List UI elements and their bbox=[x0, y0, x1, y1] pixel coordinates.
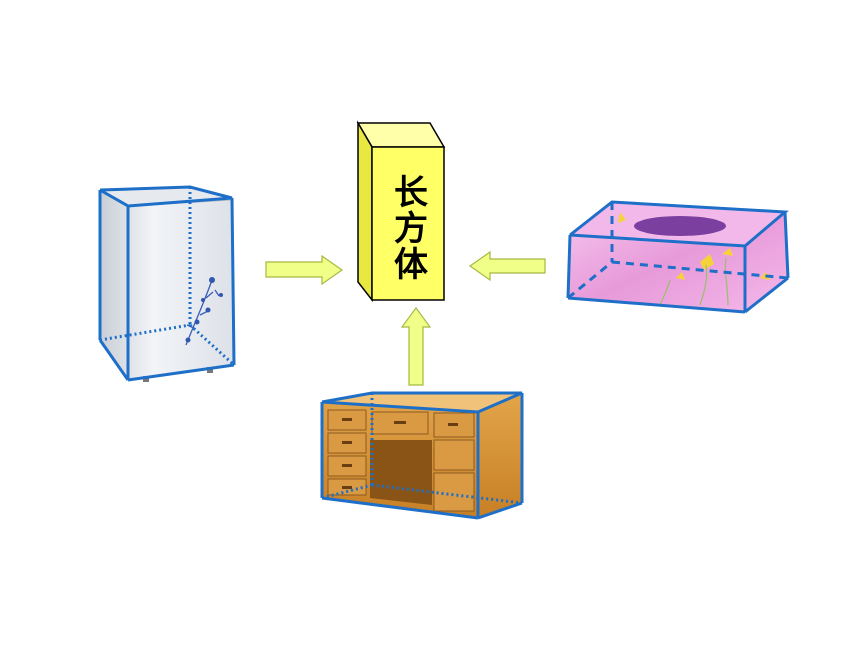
tissue-box-icon bbox=[566, 200, 790, 314]
cuboid-top-face bbox=[356, 122, 446, 148]
cuboid-block bbox=[356, 120, 446, 303]
arrow-right-from-freezer bbox=[265, 254, 344, 286]
cuboid-left-face bbox=[357, 120, 373, 303]
cuboid-front-face bbox=[371, 146, 445, 301]
arrow-left-from-tissue-box bbox=[468, 250, 546, 282]
arrow-up-from-desk bbox=[400, 306, 432, 386]
cuboid-label: 长方体 bbox=[387, 174, 428, 282]
freezer-icon bbox=[98, 185, 236, 382]
desk-icon bbox=[320, 391, 524, 520]
